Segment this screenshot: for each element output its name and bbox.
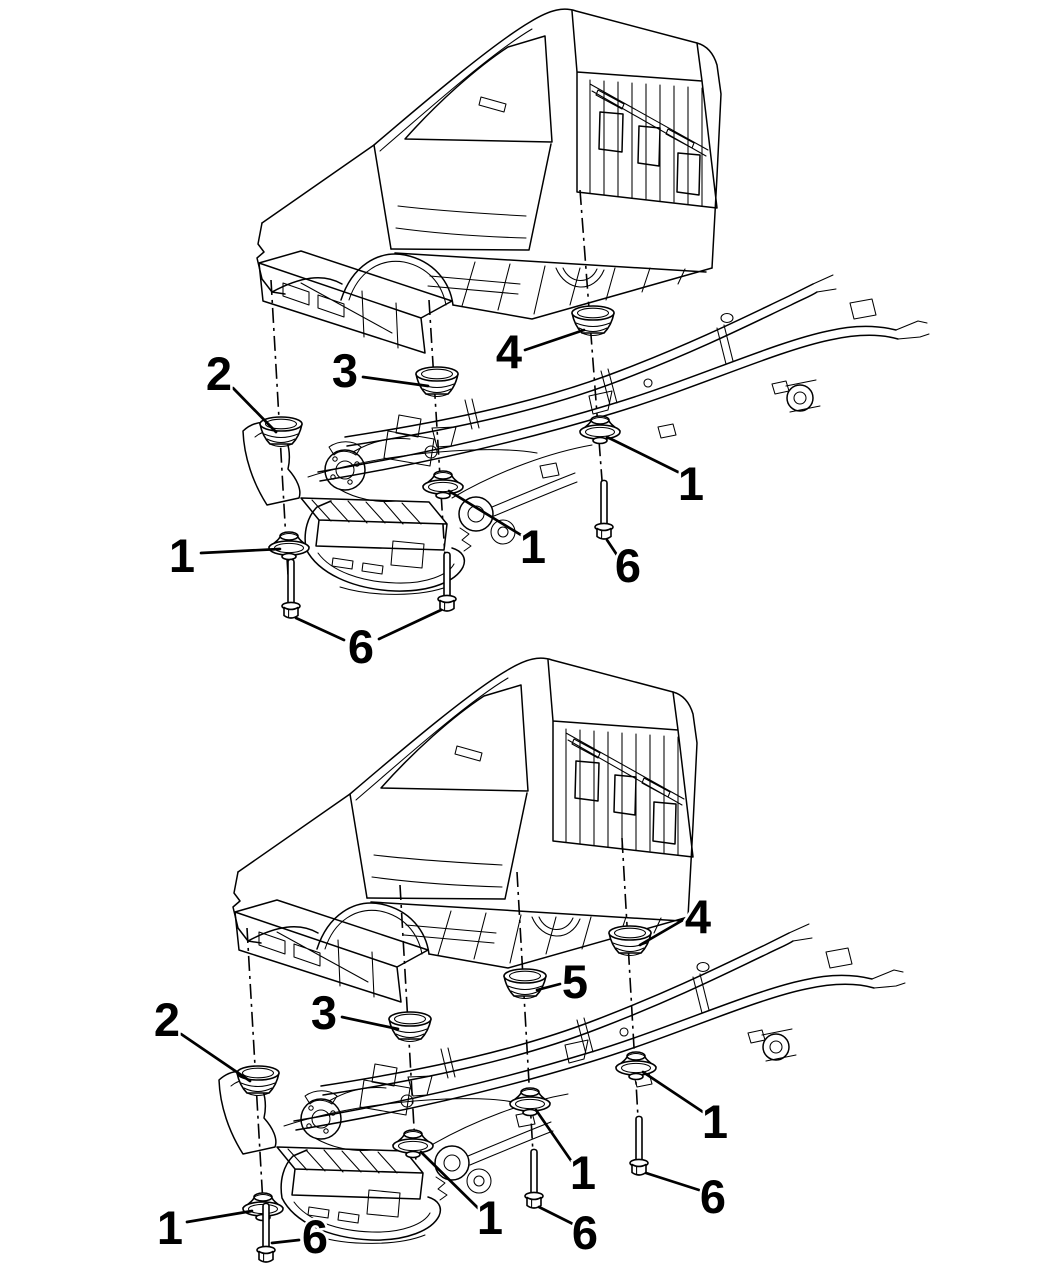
callout-label-2: 2 bbox=[206, 347, 232, 400]
plug-bushing-icon bbox=[415, 366, 459, 398]
callout-label-1: 1 bbox=[570, 1146, 596, 1199]
callout-leader bbox=[534, 1108, 574, 1164]
truck-art-top bbox=[242, 8, 930, 596]
callout-label-3: 3 bbox=[332, 344, 358, 397]
truck-art-bottom bbox=[218, 657, 906, 1245]
callout-label-6: 6 bbox=[302, 1210, 328, 1263]
hex-flange-bolt-icon bbox=[281, 558, 301, 619]
callout-leader bbox=[535, 982, 562, 992]
callout-leader bbox=[419, 1150, 481, 1211]
callout-label-4: 4 bbox=[496, 325, 522, 378]
callout-label-6: 6 bbox=[572, 1206, 598, 1259]
hex-flange-bolt-icon bbox=[437, 551, 457, 612]
mount-axis-line bbox=[399, 884, 417, 1163]
callout-label-3: 3 bbox=[311, 986, 337, 1039]
callout-label-6: 6 bbox=[348, 620, 374, 673]
callout-label-4: 4 bbox=[685, 890, 711, 943]
mount-axis-line bbox=[579, 189, 607, 534]
callout-leader bbox=[361, 375, 430, 388]
callout-leader bbox=[644, 1171, 701, 1192]
callout-leader bbox=[179, 1032, 252, 1083]
callout-leader bbox=[199, 547, 282, 555]
callout-label-2: 2 bbox=[154, 993, 180, 1046]
callout-label-5: 5 bbox=[562, 955, 588, 1008]
callout-leader bbox=[605, 435, 680, 474]
plug-bushing-icon bbox=[503, 968, 547, 1000]
hex-flange-bolt-icon bbox=[594, 479, 614, 540]
view-bottom-overlay: 2 3 5 4 1 1 1 1 6 6 6 bbox=[151, 837, 731, 1266]
callout-leader bbox=[605, 538, 619, 557]
callout-leader bbox=[231, 386, 278, 434]
callout-label-6: 6 bbox=[700, 1170, 726, 1223]
plug-bushing-icon bbox=[388, 1011, 432, 1043]
callout-leader bbox=[523, 328, 586, 352]
callout-leader bbox=[377, 608, 443, 641]
callout-leader bbox=[641, 1070, 705, 1114]
plug-bushing-icon bbox=[236, 1065, 280, 1097]
lower-cushion-icon bbox=[509, 1087, 551, 1117]
callout-label-1: 1 bbox=[157, 1201, 183, 1254]
callout-label-6: 6 bbox=[615, 539, 641, 592]
callout-label-1: 1 bbox=[520, 520, 546, 573]
lower-cushion-icon bbox=[392, 1129, 434, 1159]
diagram-view-bottom: 2 3 5 4 1 1 1 1 6 6 6 bbox=[151, 657, 906, 1266]
callout-leader bbox=[537, 1205, 575, 1226]
callout-leader bbox=[294, 616, 346, 642]
callout-leader bbox=[340, 1015, 400, 1031]
callout-leader bbox=[638, 918, 685, 947]
callout-leader bbox=[185, 1209, 254, 1224]
hex-flange-bolt-icon bbox=[629, 1115, 649, 1176]
callout-leader bbox=[270, 1238, 301, 1245]
callout-label-1: 1 bbox=[477, 1191, 503, 1244]
callout-label-1: 1 bbox=[169, 529, 195, 582]
hex-flange-bolt-icon bbox=[524, 1148, 544, 1209]
callout-label-1: 1 bbox=[678, 457, 704, 510]
callout-leader bbox=[447, 489, 523, 537]
callout-label-1: 1 bbox=[702, 1095, 728, 1148]
lower-cushion-icon bbox=[268, 531, 310, 561]
